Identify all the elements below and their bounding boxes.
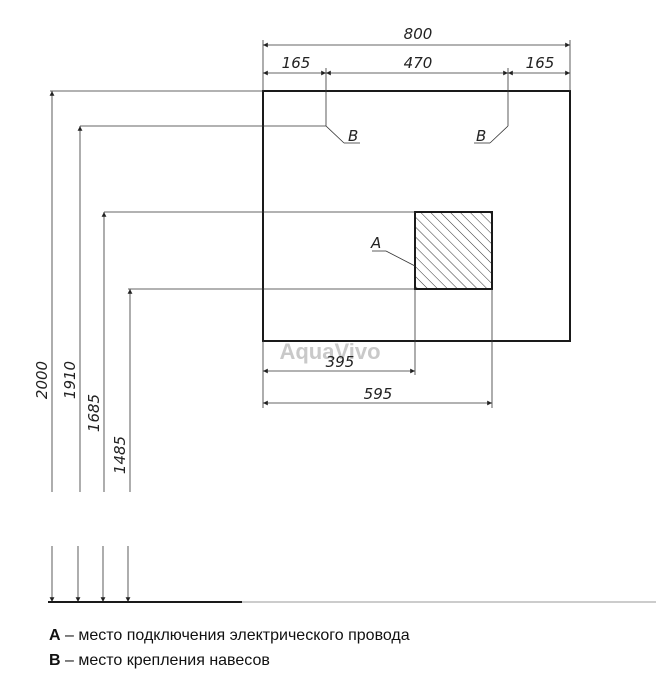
legend-item-a: A – место подключения электрического про… <box>49 627 410 645</box>
dim-470-label: 470 <box>404 54 433 72</box>
cabinet-outline <box>262 90 571 342</box>
marker-b-right-label: B <box>476 127 486 145</box>
marker-b-left: B <box>325 125 360 145</box>
dim-2000-label: 2000 <box>33 361 51 399</box>
socket-zone-a <box>414 211 493 290</box>
dim-1685-label: 1685 <box>85 394 103 432</box>
dim-395-label: 395 <box>326 353 355 371</box>
dim-165-right-label: 165 <box>526 54 555 72</box>
dimension-mount-spacing: 165 470 165 <box>263 54 570 126</box>
legend-text-a: – место подключения электрического прово… <box>60 627 410 644</box>
legend-key-a: A <box>49 627 61 644</box>
marker-a-label: A <box>370 234 381 252</box>
dim-1910-label: 1910 <box>61 361 79 399</box>
legend-text-b: – место крепления навесов <box>60 652 270 669</box>
dimension-overall-width: 800 <box>262 25 571 91</box>
marker-b-right: B <box>474 125 509 145</box>
dim-595-label: 595 <box>364 385 393 403</box>
dim-800-label: 800 <box>404 25 433 43</box>
legend-key-b: B <box>49 652 61 669</box>
dimension-heights: 2000 1910 1685 1485 <box>33 90 415 602</box>
marker-a: A <box>370 234 416 267</box>
dimension-socket-offsets: 395 595 <box>262 289 493 408</box>
watermark-logo: AquaVivo <box>279 339 380 364</box>
dim-165-left-label: 165 <box>282 54 311 72</box>
legend-item-b: B – место крепления навесов <box>49 652 270 670</box>
dim-1485-label: 1485 <box>111 436 129 474</box>
marker-b-left-label: B <box>348 127 358 145</box>
